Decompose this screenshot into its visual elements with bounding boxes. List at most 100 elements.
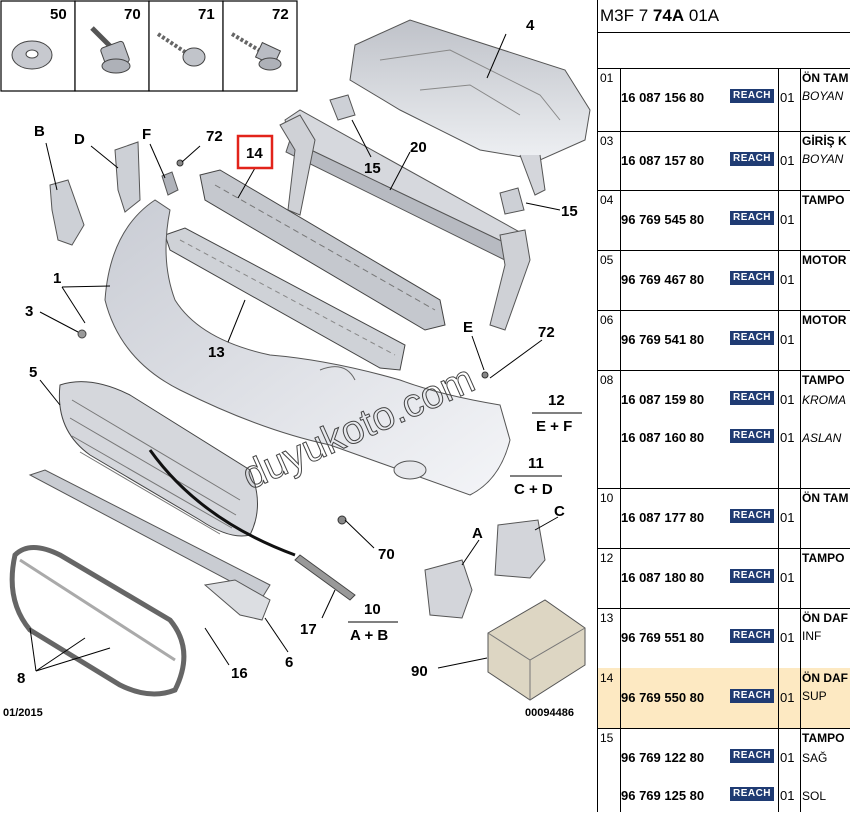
row-description: ÖN TAM bbox=[802, 491, 849, 505]
callout-72-upper: 72 bbox=[206, 128, 223, 145]
callout-1: 1 bbox=[53, 270, 61, 287]
reach-badge: REACH bbox=[730, 331, 774, 345]
screw-72-upper bbox=[176, 159, 184, 167]
column-divider-qty bbox=[778, 68, 779, 812]
highlight-box-14 bbox=[236, 134, 274, 170]
reach-badge: REACH bbox=[730, 271, 774, 285]
row-description: SOL bbox=[802, 789, 827, 803]
part-number[interactable]: 96 769 541 80 bbox=[621, 332, 705, 347]
fastener-box-72: 72 bbox=[222, 0, 298, 92]
callout-72-lower: 72 bbox=[538, 324, 555, 341]
bracket-d bbox=[114, 141, 141, 213]
fastener-label-70: 70 bbox=[124, 6, 141, 23]
callout-group-12: 12 E + F bbox=[532, 392, 582, 435]
callout-11-sub: C + D bbox=[514, 481, 553, 498]
part-number[interactable]: 16 087 177 80 bbox=[621, 510, 705, 525]
callout-10-sub: A + B bbox=[350, 627, 388, 644]
row-description: ASLAN bbox=[802, 431, 842, 445]
part-15-bracket-lower bbox=[499, 187, 525, 215]
quantity: 01 bbox=[780, 690, 795, 705]
callout-D: D bbox=[74, 131, 85, 148]
callout-12-sub: E + F bbox=[536, 418, 572, 435]
row-description: BOYAN bbox=[802, 152, 844, 166]
row-description: INF bbox=[802, 629, 822, 643]
model-code-prefix: M3F 7 bbox=[600, 6, 653, 25]
table-header: M3F 7 74A 01A bbox=[598, 0, 850, 33]
bracket-a bbox=[424, 559, 473, 619]
callout-E: E bbox=[463, 319, 473, 336]
callout-group-11: 11 C + D bbox=[510, 455, 562, 498]
fastener-box-71: 71 bbox=[148, 0, 224, 92]
row-description: TAMPO bbox=[802, 731, 845, 745]
callout-4: 4 bbox=[526, 17, 535, 34]
row-description: ÖN TAM bbox=[802, 71, 849, 85]
part-number[interactable]: 16 087 180 80 bbox=[621, 570, 705, 585]
part-number[interactable]: 96 769 122 80 bbox=[621, 750, 705, 765]
reach-badge: REACH bbox=[730, 152, 774, 166]
bracket-b bbox=[49, 179, 85, 246]
part-number[interactable]: 96 769 550 80 bbox=[621, 690, 705, 705]
fastener-label-50: 50 bbox=[50, 6, 67, 23]
column-divider-desc bbox=[800, 68, 801, 812]
part-number[interactable]: 16 087 156 80 bbox=[621, 90, 705, 105]
quantity: 01 bbox=[780, 750, 795, 765]
callout-6: 6 bbox=[285, 654, 293, 671]
reach-badge: REACH bbox=[730, 569, 774, 583]
part-number[interactable]: 96 769 545 80 bbox=[621, 212, 705, 227]
part-15-bracket-upper bbox=[329, 94, 356, 121]
part-line: 96 769 122 80 REACH 01 bbox=[598, 748, 850, 768]
reach-badge: REACH bbox=[730, 429, 774, 443]
model-code-bold: 74A bbox=[652, 6, 685, 25]
row-position: 15 bbox=[600, 731, 614, 745]
part-number[interactable]: 16 087 157 80 bbox=[621, 153, 705, 168]
part-number[interactable]: 16 087 159 80 bbox=[621, 392, 705, 407]
part-90-fastener-kit bbox=[487, 599, 586, 701]
callout-13: 13 bbox=[208, 344, 225, 361]
part-14-upper-absorber bbox=[199, 169, 446, 331]
reach-badge: REACH bbox=[730, 749, 774, 763]
part-number[interactable]: 16 087 160 80 bbox=[621, 430, 705, 445]
callout-14: 14 bbox=[246, 145, 263, 162]
part-number[interactable]: 96 769 467 80 bbox=[621, 272, 705, 287]
part-6-fog-trim bbox=[203, 579, 271, 621]
screw-72-lower bbox=[481, 371, 489, 379]
reach-badge: REACH bbox=[730, 629, 774, 643]
reach-badge: REACH bbox=[730, 89, 774, 103]
reach-badge: REACH bbox=[730, 391, 774, 405]
model-code-suffix: 01A bbox=[684, 6, 720, 25]
diagram-canvas: 50 70 71 72 bbox=[0, 0, 591, 719]
screw-70 bbox=[337, 515, 347, 525]
row-description: SUP bbox=[802, 689, 827, 703]
column-divider-pos bbox=[620, 68, 621, 812]
reach-badge: REACH bbox=[730, 509, 774, 523]
part-number[interactable]: 96 769 551 80 bbox=[621, 630, 705, 645]
callout-15-lower: 15 bbox=[561, 203, 578, 220]
clip-f bbox=[161, 171, 179, 196]
row-description: TAMPO bbox=[802, 193, 845, 207]
callout-15-upper: 15 bbox=[364, 160, 381, 177]
callout-70: 70 bbox=[378, 546, 395, 563]
diagram-id: 00094486 bbox=[525, 707, 574, 719]
part-8-grille-surround bbox=[9, 545, 187, 697]
date-code: 01/2015 bbox=[3, 707, 43, 719]
part-number[interactable]: 96 769 125 80 bbox=[621, 788, 705, 803]
part-16-lower-trim bbox=[28, 469, 271, 599]
quantity: 01 bbox=[780, 272, 795, 287]
callout-10: 10 bbox=[364, 601, 381, 618]
